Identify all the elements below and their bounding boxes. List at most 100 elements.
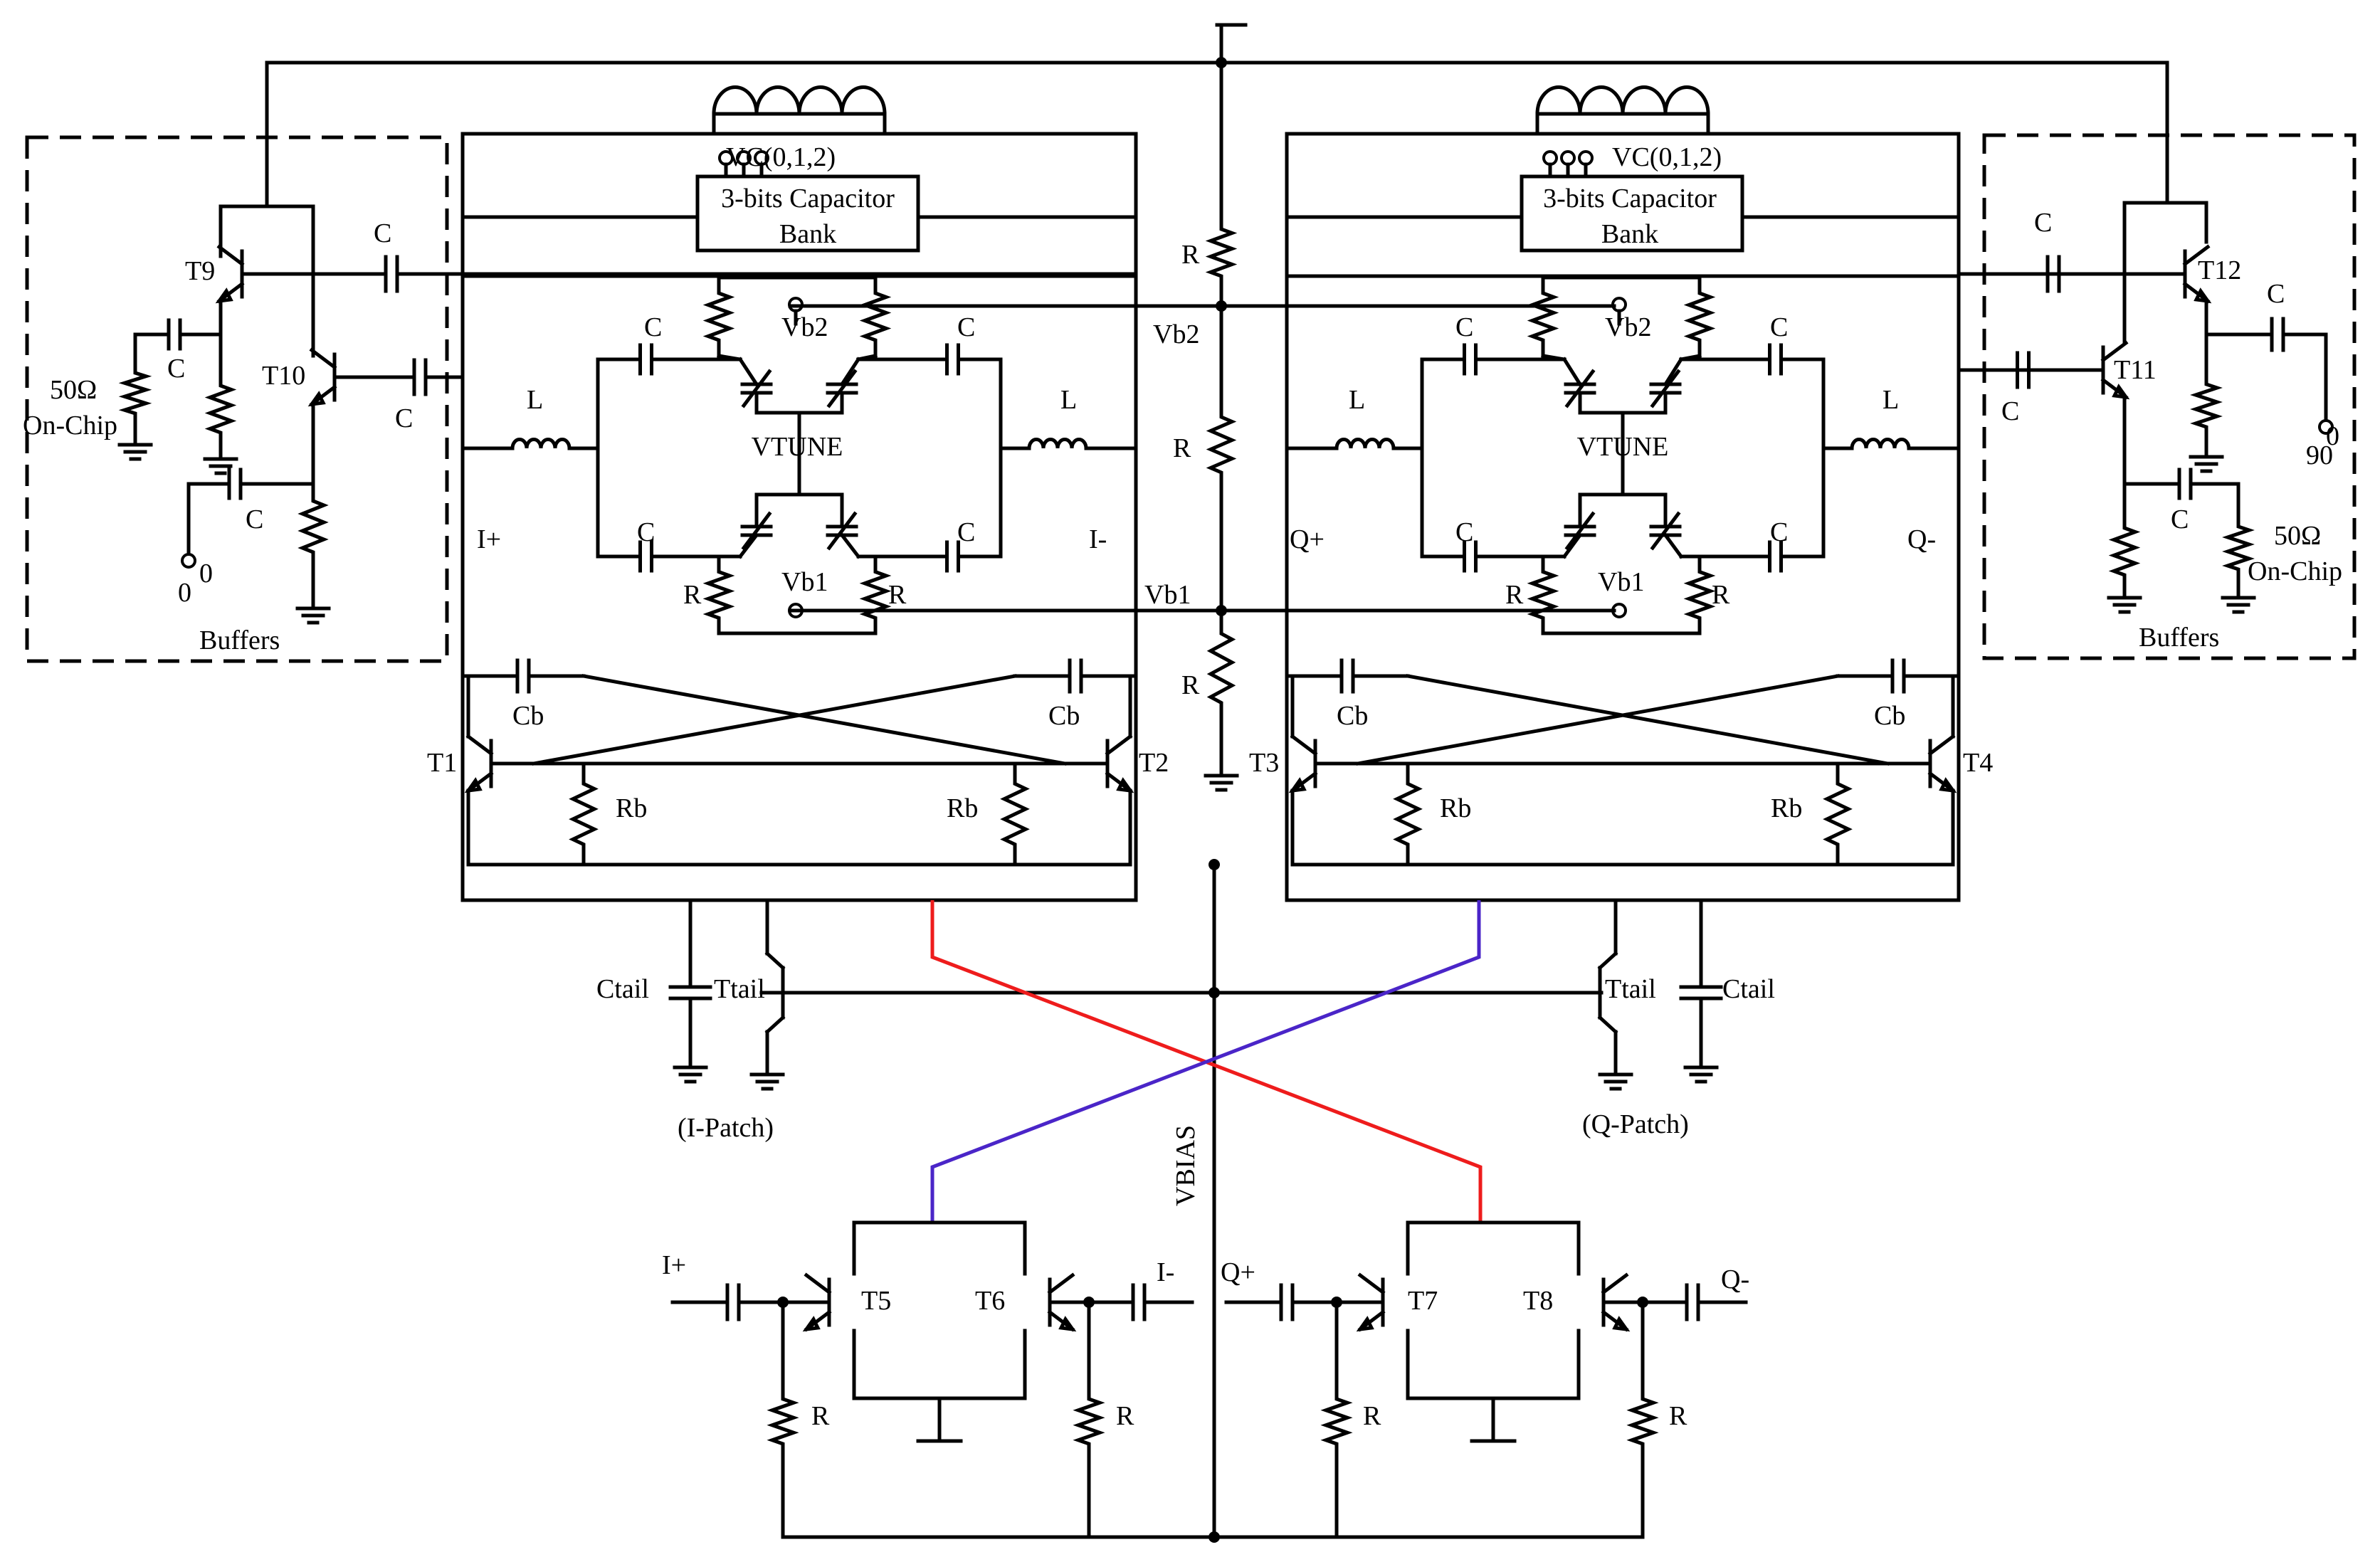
- t10-label: T10: [262, 361, 305, 391]
- t8-label: T8: [1523, 1286, 1553, 1316]
- t2-label: T2: [1139, 748, 1169, 778]
- resistor: [2190, 368, 2223, 443]
- coupling-q-minus-label: Q-: [1721, 1265, 1749, 1294]
- terminal-port: [1542, 150, 1558, 166]
- buffer-cap-label: C: [395, 403, 413, 433]
- rb-label: Rb: [947, 793, 978, 823]
- resistor: [1626, 1382, 1659, 1461]
- wire: [1597, 951, 1618, 971]
- vb1-label: Vb1: [1598, 567, 1644, 597]
- wire: [737, 357, 759, 387]
- vbias-label: VBIAS: [1171, 1125, 1201, 1206]
- resistor: [702, 275, 735, 358]
- ttail-label: Ttail: [714, 974, 765, 1004]
- t3-label: T3: [1249, 748, 1279, 778]
- wire: [839, 532, 861, 559]
- t4-label: T4: [1963, 748, 1993, 778]
- vtune-label: VTUNE: [752, 432, 843, 462]
- buffers-label: Buffers: [199, 625, 280, 655]
- varactor-arrow: [826, 511, 858, 551]
- coupling-i-minus-label: I-: [1157, 1257, 1174, 1287]
- resistor: [1073, 1382, 1105, 1461]
- wire: [1541, 354, 1567, 361]
- t12-label: T12: [2198, 255, 2241, 285]
- rb-label: Rb: [1440, 793, 1471, 823]
- resistor: [204, 368, 237, 450]
- q-plus-label: Q+: [1290, 524, 1325, 554]
- cap-label: C: [644, 312, 662, 342]
- cb-label: Cb: [1337, 701, 1368, 731]
- capacitor-bank-box: [1520, 174, 1744, 253]
- vb2-label: Vb2: [781, 312, 828, 342]
- t5-label: T5: [861, 1286, 891, 1316]
- cap-label: C: [1455, 312, 1473, 342]
- resistor-label: R: [683, 580, 702, 610]
- emitter-arrow: [1356, 1316, 1374, 1332]
- inductor-label: L: [1060, 385, 1077, 415]
- resistor: [702, 554, 735, 635]
- wire: [1663, 357, 1684, 387]
- bias-vb1-label: Vb1: [1144, 580, 1191, 610]
- inductor: [510, 438, 572, 450]
- load-label: On-Chip: [23, 411, 117, 440]
- resistor-label: R: [1712, 580, 1730, 610]
- emitter-arrow: [1116, 777, 1134, 793]
- cap-label: C: [1770, 517, 1788, 547]
- buffer-cap-label: C: [2171, 505, 2189, 534]
- cb-label: Cb: [1048, 701, 1080, 731]
- ctail-label: Ctail: [596, 974, 649, 1004]
- buffer-cap-label: C: [246, 505, 263, 534]
- i-patch-label: (I-Patch): [678, 1113, 774, 1143]
- resistor-label: R: [1505, 580, 1524, 610]
- wire: [737, 532, 759, 559]
- wire: [1562, 357, 1583, 387]
- bias-resistor-label: R: [1181, 670, 1200, 700]
- output-90-label: 90: [2306, 440, 2333, 470]
- terminal-port: [2318, 419, 2334, 435]
- wires: [25, 23, 2357, 1543]
- junction-dot: [1331, 1297, 1342, 1308]
- resistor-label: R: [888, 580, 907, 610]
- junction-dot: [1637, 1297, 1648, 1308]
- cb-label: Cb: [1874, 701, 1905, 731]
- vb2-label: Vb2: [1605, 312, 1651, 342]
- resistor: [1205, 211, 1238, 294]
- vb1-label: Vb1: [781, 567, 828, 597]
- resistor: [298, 482, 329, 571]
- rb-label: Rb: [1771, 793, 1802, 823]
- varactor-arrow: [1564, 511, 1596, 551]
- cap-bank-label: Bank: [779, 219, 836, 249]
- buffer-cap-label: C: [167, 354, 185, 384]
- coupling-q-plus-label: Q+: [1221, 1257, 1255, 1287]
- degree-label: 0: [2326, 421, 2339, 451]
- resistor: [1393, 761, 1423, 867]
- inductor-label: L: [1883, 385, 1899, 415]
- resistor: [1683, 554, 1716, 635]
- degree-label: 0: [199, 559, 213, 588]
- coupling-resistor-label: R: [1669, 1401, 1687, 1431]
- bias-resistor-label: R: [1173, 433, 1191, 463]
- emitter-arrow: [307, 391, 326, 407]
- cap-label: C: [957, 517, 975, 547]
- coupling-resistor-label: R: [1116, 1401, 1134, 1431]
- resistor: [1000, 761, 1030, 867]
- resistor: [569, 761, 599, 867]
- cap-bank-label: 3-bits Capacitor: [1543, 184, 1717, 213]
- resistor: [767, 1382, 799, 1461]
- capacitor-bank-box: [695, 174, 920, 253]
- t7-label: T7: [1408, 1286, 1438, 1316]
- inductor-label: L: [527, 385, 543, 415]
- cross-blue-wire: [930, 900, 1481, 1223]
- ttail-label: Ttail: [1605, 974, 1656, 1004]
- bias-vb2-label: Vb2: [1153, 320, 1199, 349]
- transistor: [1290, 734, 1318, 756]
- load-label: 50Ω: [2274, 521, 2321, 551]
- rb-label: Rb: [616, 793, 647, 823]
- wire: [764, 951, 786, 971]
- transistor: [1047, 1272, 1075, 1295]
- inductor: [1850, 438, 1911, 450]
- wire: [764, 1015, 786, 1035]
- cap-bank-label: Bank: [1601, 219, 1658, 249]
